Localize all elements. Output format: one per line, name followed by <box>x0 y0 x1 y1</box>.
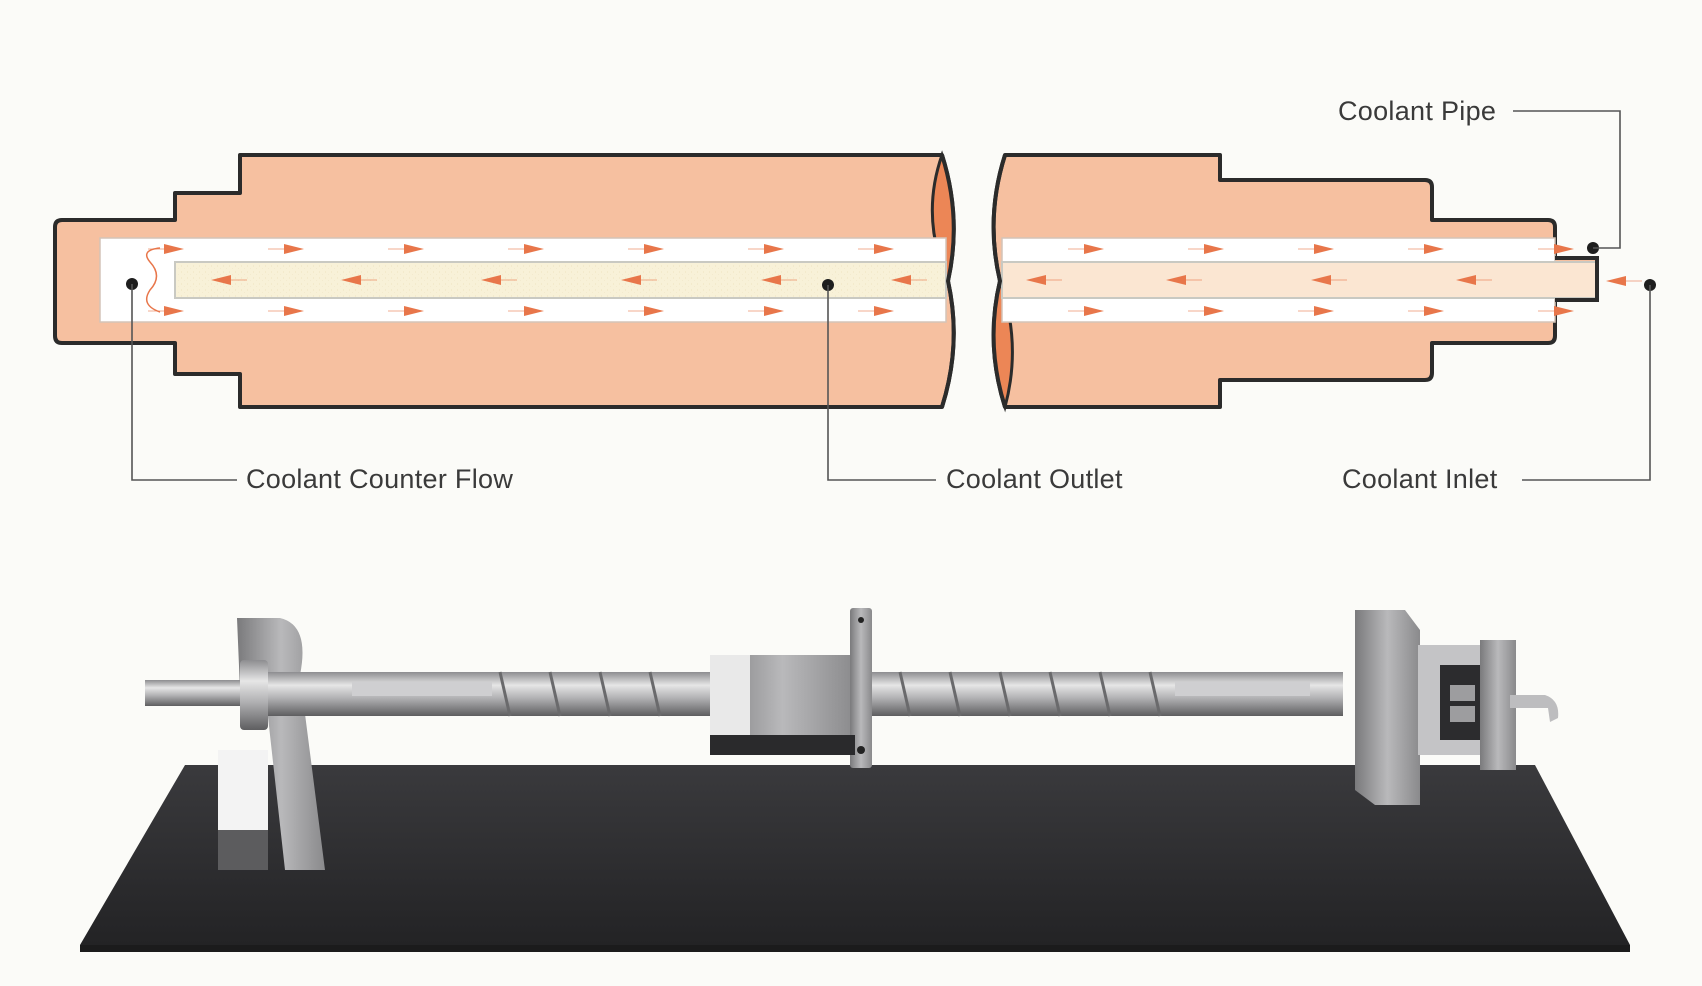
flow-arrow-right <box>858 244 894 254</box>
flow-arrow-right <box>1538 244 1574 254</box>
screw-flight <box>1048 671 1062 717</box>
flow-arrow-right <box>628 244 664 254</box>
flow-arrow-right <box>1408 244 1444 254</box>
label-coolant-counter-flow: Coolant Counter Flow <box>246 464 514 494</box>
flow-arrow-left <box>1456 275 1492 285</box>
flow-arrow-right <box>748 306 784 316</box>
screw-flight <box>948 671 962 717</box>
screw-flight <box>648 671 662 717</box>
flow-arrow-right <box>508 306 544 316</box>
cooling-cross-section-diagram <box>53 110 1656 481</box>
leader-line <box>131 284 237 481</box>
base-plate-edge <box>80 945 1630 952</box>
flow-arrow-left <box>891 275 927 285</box>
label-coolant-pipe: Coolant Pipe <box>1338 96 1497 126</box>
label-coolant-outlet: Coolant Outlet <box>946 464 1123 494</box>
flow-arrow-left <box>1606 276 1642 286</box>
screw-flight <box>1098 671 1112 717</box>
label-coolant-inlet: Coolant Inlet <box>1342 464 1498 494</box>
leader-line <box>827 285 936 481</box>
screw-flights <box>498 671 1162 717</box>
right-housing <box>1355 610 1559 805</box>
flow-arrow-right <box>148 244 184 254</box>
screw-assembly-photo <box>80 608 1630 952</box>
flow-arrow-right <box>268 306 304 316</box>
flow-arrow-right <box>858 306 894 316</box>
flow-arrow-right <box>268 244 304 254</box>
leader-line <box>1513 110 1621 249</box>
flow-arrow-right <box>508 244 544 254</box>
flow-arrow-left <box>621 275 657 285</box>
flow-arrows <box>148 244 1642 316</box>
flow-arrow-right <box>1538 306 1574 316</box>
middle-flange <box>710 608 872 768</box>
flow-arrow-right <box>748 244 784 254</box>
leader-coolant-inlet <box>1522 279 1656 481</box>
break-edge-left <box>940 154 956 408</box>
flow-arrow-left <box>481 275 517 285</box>
leader-coolant-counter-flow <box>126 278 237 481</box>
flow-arrow-right <box>148 306 184 316</box>
screw-flight <box>998 671 1012 717</box>
counter-flow-curve <box>145 247 161 313</box>
flow-arrow-left <box>1026 275 1062 285</box>
screw-flight <box>598 671 612 717</box>
flow-arrow-left <box>1166 275 1202 285</box>
flow-arrow-right <box>1298 244 1334 254</box>
screw-flight <box>498 671 512 717</box>
coolant-pipe-end <box>1555 256 1599 302</box>
flow-arrow-right <box>1068 244 1104 254</box>
leader-coolant-outlet <box>822 279 936 481</box>
flow-arrow-right <box>1188 306 1224 316</box>
leader-line <box>1522 285 1651 481</box>
flow-arrow-right <box>388 306 424 316</box>
flow-arrow-right <box>1188 244 1224 254</box>
leader-coolant-pipe <box>1513 110 1621 254</box>
flow-arrow-right <box>1298 306 1334 316</box>
coolant-pipe-right <box>1001 261 1598 299</box>
flow-arrow-left <box>341 275 377 285</box>
coolant-pipe-left <box>174 261 947 299</box>
flow-arrow-right <box>1068 306 1104 316</box>
screw-flight <box>898 671 912 717</box>
flow-arrow-right <box>628 306 664 316</box>
flow-arrow-left <box>1311 275 1347 285</box>
flow-arrow-left <box>761 275 797 285</box>
base-plate <box>80 765 1630 945</box>
flow-arrow-left <box>211 275 247 285</box>
flow-arrow-right <box>1408 306 1444 316</box>
break-edge-right <box>991 154 1007 408</box>
screw-flight <box>548 671 562 717</box>
flow-arrow-right <box>388 244 424 254</box>
screw-flight <box>1148 671 1162 717</box>
